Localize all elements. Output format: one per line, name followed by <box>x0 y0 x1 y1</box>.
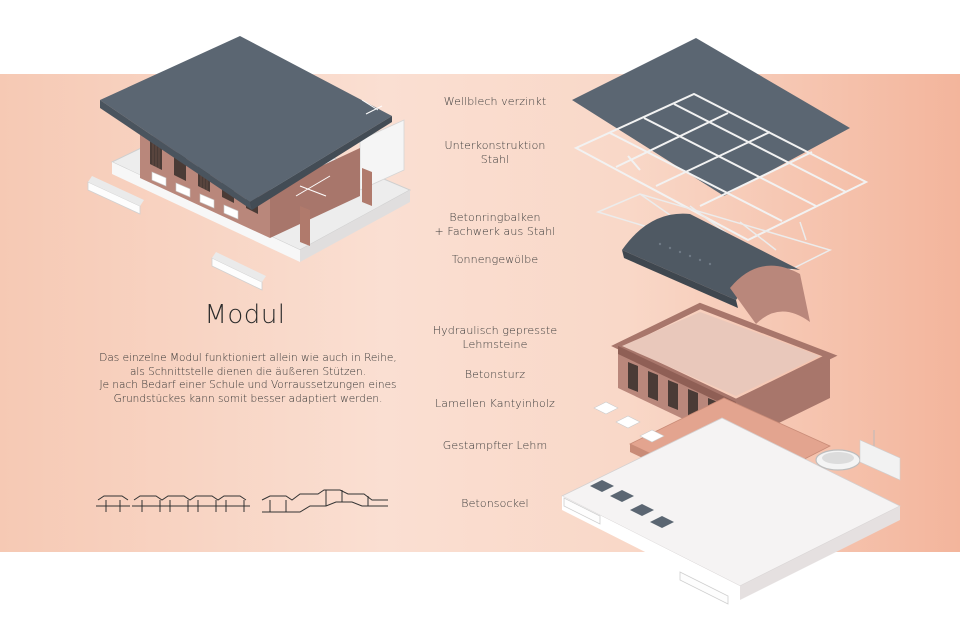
assembled-module-illustration <box>87 36 412 291</box>
layer-label-line: Unterkonstruktion <box>444 139 546 152</box>
layer-label-line: Stahl <box>480 153 510 166</box>
layer-label-betonsockel: Betonsockel <box>420 497 570 511</box>
description-line: Grundstückes kann somit besser adaptiert… <box>113 392 383 405</box>
layer-label-tonnengewoelbe: Tonnengewölbe <box>420 253 570 267</box>
layer-label-betonringbalken: Betonringbalken + Fachwerk aus Stahl <box>420 211 570 239</box>
module-title: Modul <box>204 300 286 330</box>
description-line: Das einzelne Modul funktioniert allein w… <box>99 352 397 364</box>
layer-label-betonsturz: Betonsturz <box>420 368 570 382</box>
layer-label-line: Tonnengewölbe <box>451 253 539 266</box>
description-line: als Schnittstelle dienen die äußeren Stü… <box>130 365 366 378</box>
layer-label-lehmsteine: Hydraulisch gepresste Lehmsteine <box>410 324 580 352</box>
layer-label-unterkonstruktion: Unterkonstruktion Stahl <box>420 139 570 167</box>
module-section-sketches <box>96 489 388 513</box>
layer-label-line: Betonringbalken <box>449 211 541 224</box>
layer-label-lamellen: Lamellen Kantyinholz <box>410 397 580 411</box>
layer-label-line: Hydraulisch gepresste <box>432 324 558 337</box>
layer-label-line: + Fachwerk aus Stahl <box>434 225 556 238</box>
layer-label-line: Gestampfter Lehm <box>442 439 548 452</box>
layer-label-line: Betonsturz <box>464 368 526 381</box>
module-description: Das einzelne Modul funktioniert allein w… <box>78 352 418 406</box>
exploded-module-illustration <box>561 38 901 605</box>
description-line: Je nach Bedarf einer Schule und Vorrauss… <box>99 379 397 391</box>
layer-label-gestampfter-lehm: Gestampfter Lehm <box>420 439 570 453</box>
layer-label-line: Betonsockel <box>461 497 529 510</box>
layer-label-line: Wellblech verzinkt <box>443 95 547 108</box>
layer-label-wellblech: Wellblech verzinkt <box>420 95 570 109</box>
layer-label-line: Lehmsteine <box>462 338 528 351</box>
layer-label-line: Lamellen Kantyinholz <box>435 397 555 410</box>
